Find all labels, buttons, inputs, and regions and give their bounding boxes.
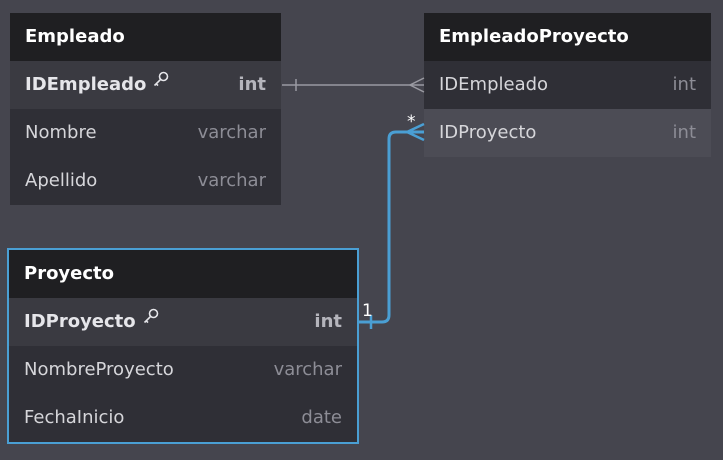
table-header-proyecto[interactable]: Proyecto [9,250,357,298]
column-row-idproyecto[interactable]: IDProyecto int [9,298,357,346]
table-proyecto[interactable]: Proyecto IDProyecto int NombreProyecto v… [7,248,359,444]
column-row-nombre[interactable]: Nombre varchar [10,109,281,157]
relationship-proyecto-empleadoproyecto[interactable]: 1 * [357,112,425,329]
column-name: IDProyecto [24,311,136,332]
column-type: varchar [197,170,266,191]
key-icon [142,296,160,344]
column-row-idempleado[interactable]: IDEmpleado int [10,61,281,109]
column-type: int [672,122,696,143]
column-row-apellido[interactable]: Apellido varchar [10,157,281,205]
table-header-empleadoproyecto[interactable]: EmpleadoProyecto [424,13,711,61]
column-row-fechainicio[interactable]: FechaInicio date [9,394,357,442]
column-type: int [314,311,342,332]
many-marker [408,77,425,93]
key-icon [152,59,170,107]
column-row-idempleado[interactable]: IDEmpleado int [424,61,711,109]
table-empleado[interactable]: Empleado IDEmpleado int Nombre varchar A… [10,13,281,205]
column-row-idproyecto[interactable]: IDProyecto int [424,109,711,157]
relationship-empleado-empleadoproyecto[interactable] [282,77,425,93]
column-name: NombreProyecto [24,359,174,380]
column-name: IDEmpleado [439,74,549,95]
table-header-empleado[interactable]: Empleado [10,13,281,61]
column-name: FechaInicio [24,407,125,428]
column-name: Apellido [25,170,98,191]
cardinality-one-label: 1 [362,301,373,321]
many-marker [404,122,425,142]
column-name: IDProyecto [439,122,537,143]
column-name: IDEmpleado [25,74,147,95]
column-type: varchar [273,359,342,380]
column-type: int [238,74,266,95]
column-type: varchar [197,122,266,143]
column-type: date [301,407,342,428]
column-name: Nombre [25,122,97,143]
table-empleadoproyecto[interactable]: EmpleadoProyecto IDEmpleado int IDProyec… [424,13,711,157]
cardinality-many-label: * [407,112,416,132]
column-type: int [672,74,696,95]
column-row-nombreproyecto[interactable]: NombreProyecto varchar [9,346,357,394]
